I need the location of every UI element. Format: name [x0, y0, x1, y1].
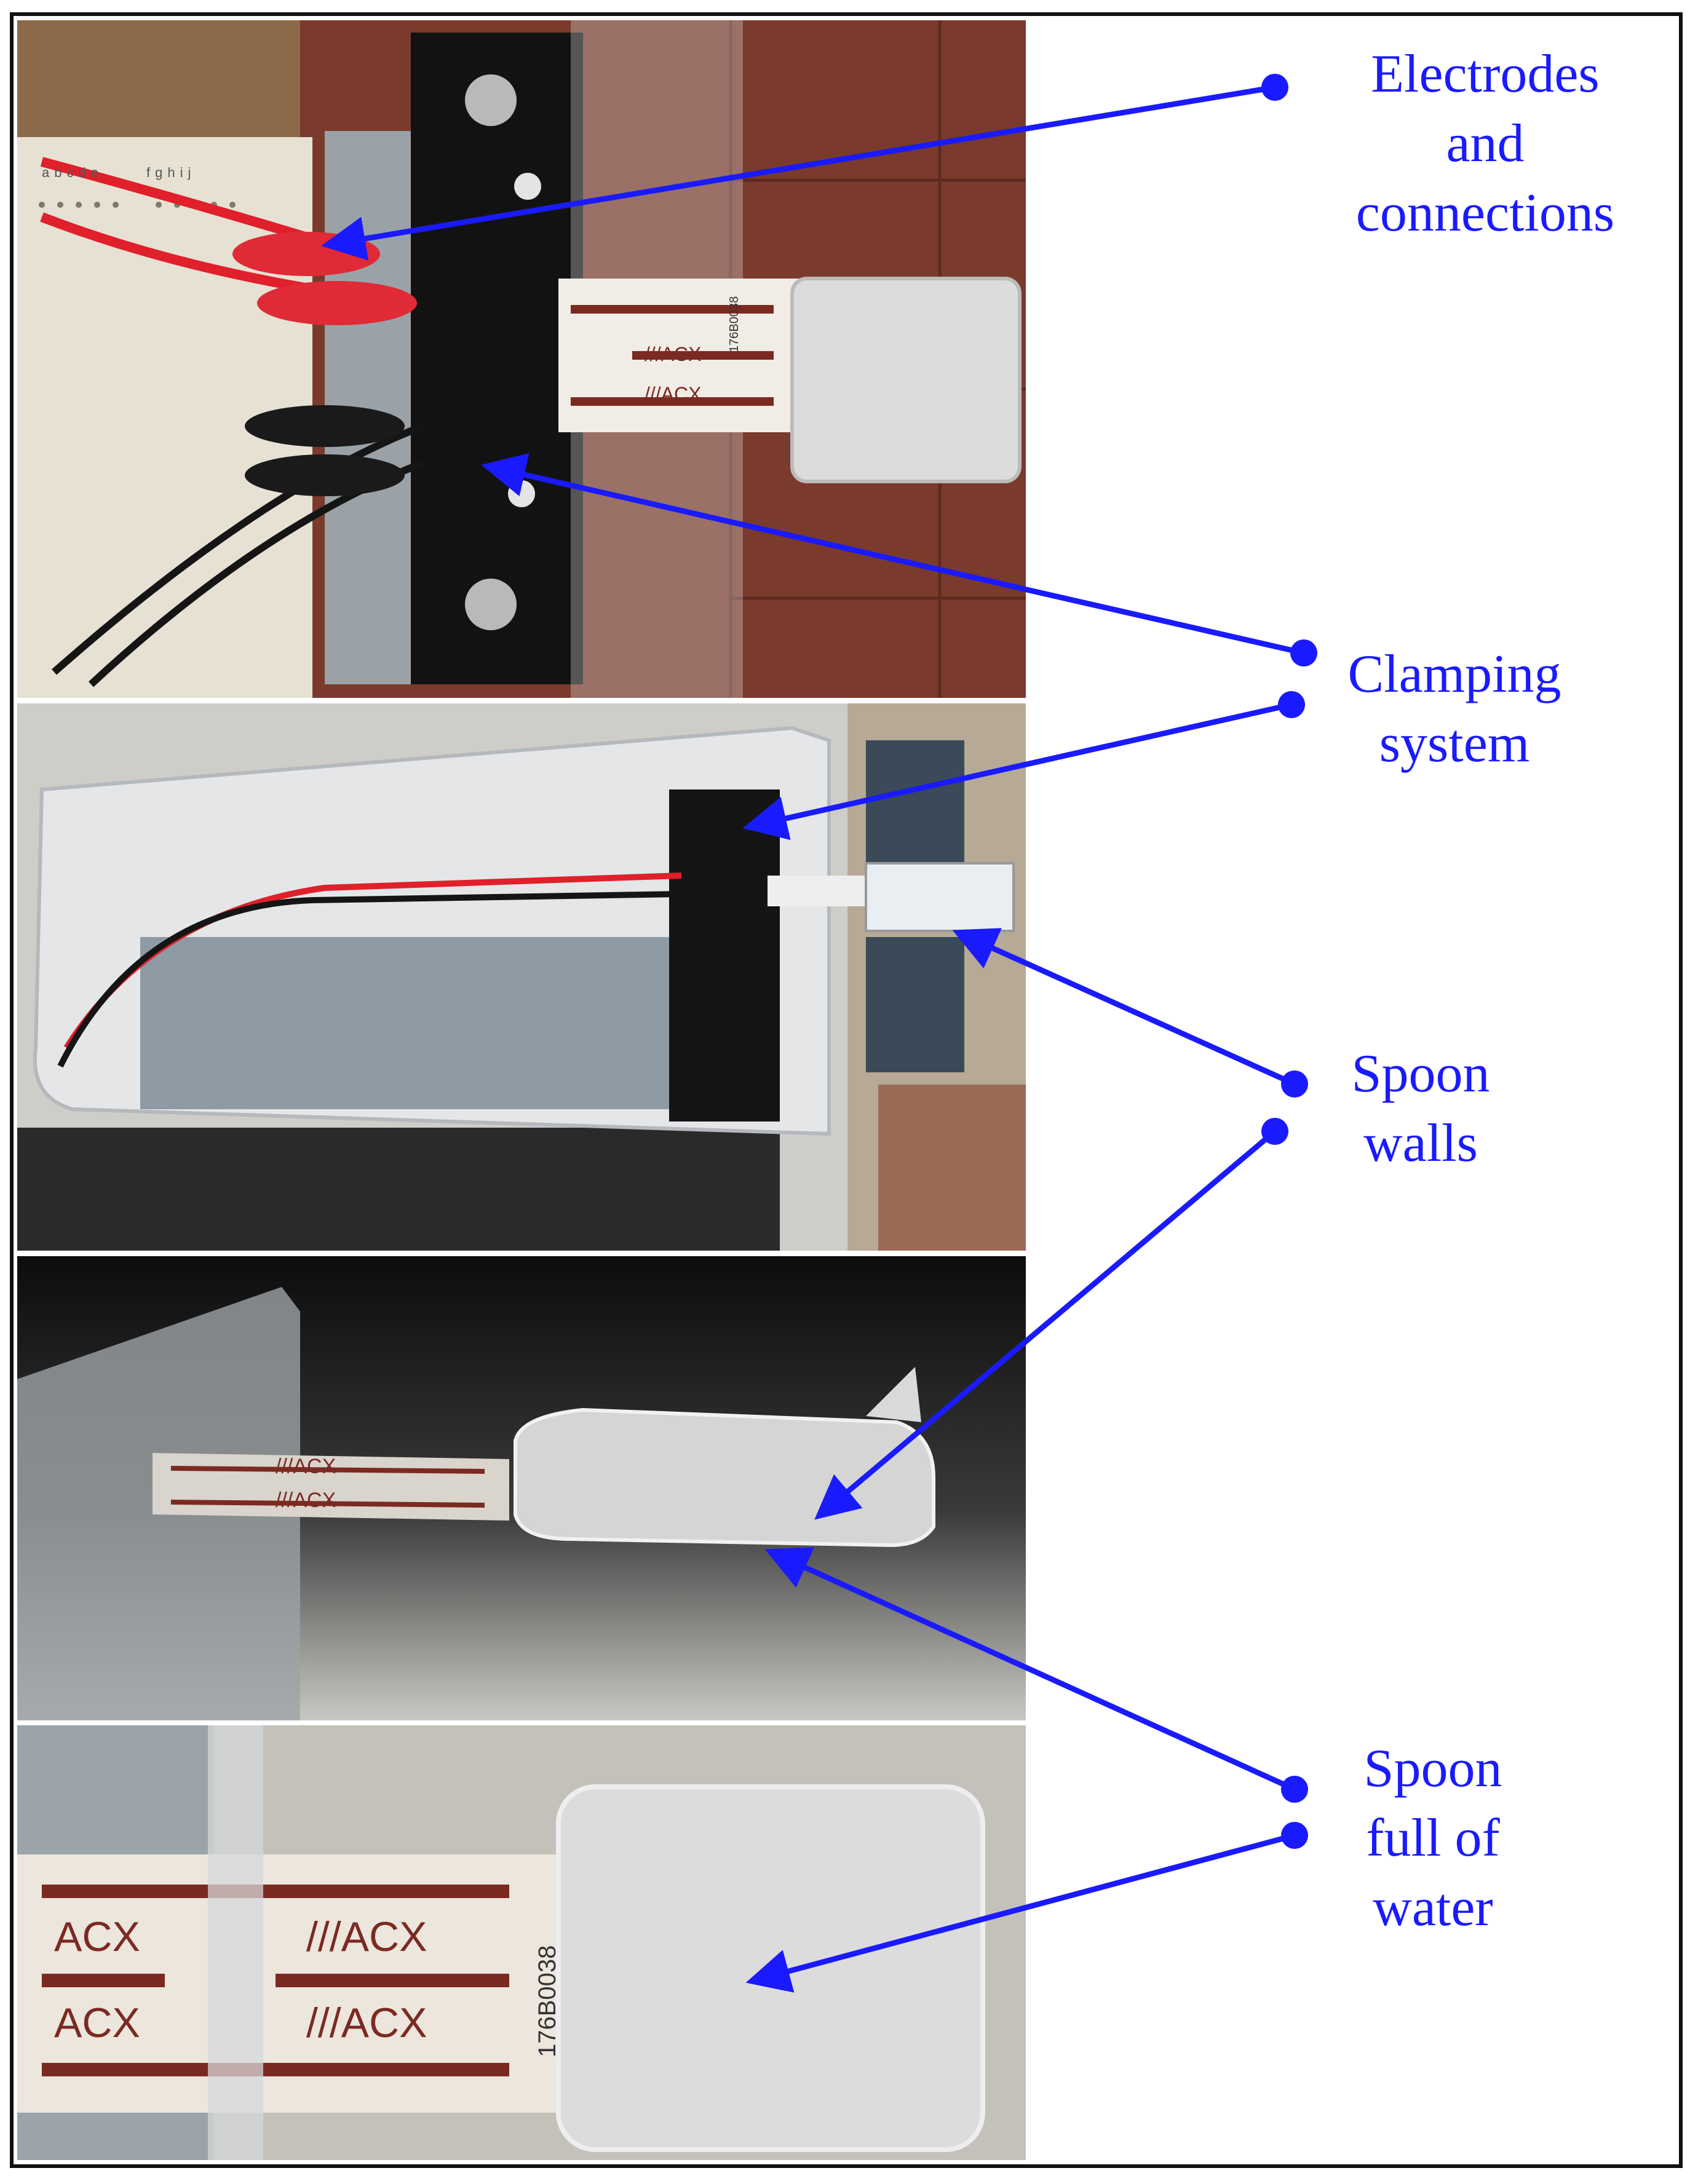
sensor-brand-text-5: ACX	[54, 1913, 140, 1960]
label-spoon-full-line3: water	[1373, 1878, 1493, 1937]
sensor-brand-text-8: ///ACX	[306, 2000, 427, 2046]
breadboard-column-letters-right: fghij	[146, 165, 196, 180]
label-spoon-walls: Spoon walls	[1322, 1039, 1519, 1178]
photo-spoon-side-view: ///ACX ///ACX	[17, 1256, 1026, 1720]
label-clamping-line1: Clamping	[1347, 644, 1561, 704]
breadboard-column-letters-left: abcde	[42, 165, 103, 180]
label-clamping-line2: system	[1379, 714, 1530, 774]
label-electrodes-line3: connections	[1355, 183, 1615, 243]
sensor-serial-text-1: 176B0038	[728, 296, 741, 352]
label-spoon-walls-line2: walls	[1363, 1114, 1478, 1173]
sensor-brand-text-7: ACX	[54, 2000, 140, 2046]
label-electrodes: Electrodes and connections	[1319, 39, 1651, 248]
label-spoon-walls-line1: Spoon	[1351, 1044, 1490, 1104]
sensor-brand-text-3: ///ACX	[276, 1455, 336, 1478]
label-spoon-full-line1: Spoon	[1363, 1739, 1502, 1798]
label-clamping-system: Clamping system	[1313, 639, 1596, 778]
sensor-brand-text-1: ///ACX	[645, 343, 702, 365]
sensor-serial-text-2: 176B0038	[534, 1945, 561, 2057]
sensor-brand-text-2: ///ACX	[645, 383, 702, 405]
sensor-brand-text-6: ///ACX	[306, 1913, 427, 1960]
label-spoon-full-of-water: Spoon full of water	[1335, 1734, 1531, 1942]
label-spoon-full-line2: full of	[1366, 1808, 1500, 1868]
photo-enclosure-side-view	[17, 703, 1026, 1251]
sensor-brand-text-4: ///ACX	[276, 1489, 336, 1512]
label-electrodes-line2: and	[1446, 114, 1525, 173]
photo-top-view: ///ACX ///ACX abcde fghij 176B0038	[17, 20, 1026, 698]
photo-spoon-full-top-view: ACX ///ACX ACX ///ACX 176B0038	[17, 1725, 1026, 2160]
label-electrodes-line1: Electrodes	[1371, 44, 1600, 104]
